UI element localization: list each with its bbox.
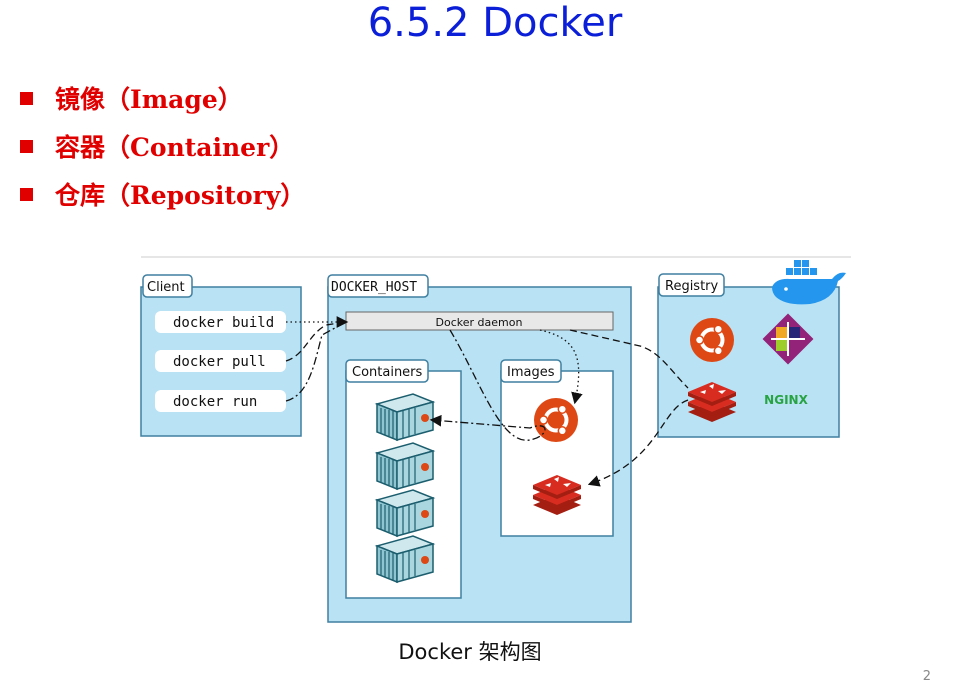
daemon-to-registry <box>569 329 689 389</box>
container-icon <box>376 535 434 583</box>
square-bullet-icon <box>20 139 33 153</box>
ubuntu-registry-icon <box>688 316 736 364</box>
images-label: Images <box>507 365 555 380</box>
registry-to-redis-image <box>587 399 689 487</box>
centos-icon <box>762 313 814 365</box>
client-label: Client <box>147 280 185 295</box>
daemon-to-ubuntu-pull <box>539 329 583 405</box>
containers-label-box <box>345 359 429 383</box>
cmd-pull: docker pull <box>173 354 266 370</box>
nginx-logo: NGINX <box>764 393 808 407</box>
bullet-label: 容器（Container） <box>55 133 295 162</box>
bullet-item-container: 容器（Container） <box>20 122 305 170</box>
bullet-label: 镜像（Image） <box>55 85 243 114</box>
run-to-container <box>429 329 546 441</box>
bullet-label: 仓库（Repository） <box>55 181 306 210</box>
cmd-run: docker run <box>173 394 257 410</box>
bullet-item-image: 镜像（Image） <box>20 74 305 122</box>
diagram-caption: Docker 架构图 <box>398 640 542 664</box>
docker-host-label-box <box>327 274 429 298</box>
pull-connector <box>285 321 347 362</box>
containers-label: Containers <box>352 365 423 380</box>
docker-host-label: DOCKER_HOST <box>331 280 417 295</box>
cmd-build-box <box>155 311 286 333</box>
images-label-box <box>500 359 562 383</box>
page-title: 6.5.2 Docker <box>367 0 623 46</box>
cmd-pull-box <box>155 350 286 372</box>
cmd-build: docker build <box>173 315 274 331</box>
page-number: 2 <box>922 669 931 684</box>
cmd-run-box <box>155 390 286 412</box>
registry-label: Registry <box>665 279 719 294</box>
square-bullet-icon <box>20 187 33 201</box>
client-label-box <box>142 274 193 298</box>
registry-panel <box>657 286 840 438</box>
bullet-item-repository: 仓库（Repository） <box>20 170 305 218</box>
docker-daemon-label: Docker daemon <box>436 316 523 329</box>
bullet-list: 镜像（Image） 容器（Container） 仓库（Repository） <box>20 74 305 218</box>
container-icon <box>376 489 434 537</box>
square-bullet-icon <box>20 91 33 105</box>
ubuntu-image-icon <box>532 396 580 444</box>
docker-whale-icon <box>772 260 846 305</box>
container-icon <box>376 393 434 441</box>
container-icon <box>376 442 434 490</box>
registry-label-box <box>658 273 725 297</box>
